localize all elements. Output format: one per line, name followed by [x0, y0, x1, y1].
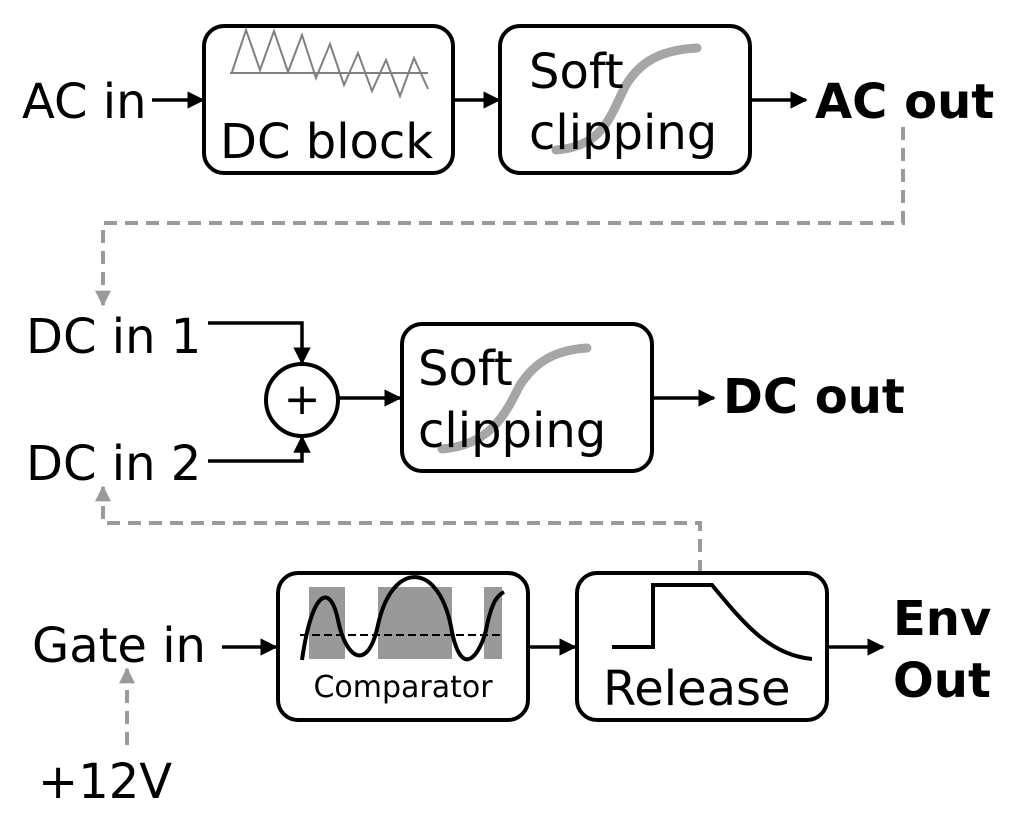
dc-block: DC block: [202, 24, 455, 175]
release-label: Release: [603, 661, 791, 717]
dc-block-label: DC block: [220, 114, 433, 170]
soft-clipping-block-2: Soft clipping: [400, 322, 654, 473]
summing-circle: [264, 362, 340, 438]
gate-in-label: Gate in: [32, 618, 206, 674]
soft-clipping-block-1: Soft clipping: [498, 24, 752, 175]
summing-junction: +: [264, 362, 340, 438]
dc-in-2-wire: [208, 435, 311, 463]
release-block: Release: [575, 571, 829, 722]
ac-out-label: AC out: [815, 74, 994, 130]
dc-block-waveform-icon: [231, 26, 429, 99]
release-envelope-icon: [612, 583, 813, 661]
ac-to-dc-dashed-link: [95, 127, 905, 307]
soft-clip-2-line1: Soft: [418, 341, 513, 397]
plus-12v-label: +12V: [38, 754, 172, 810]
dc-in-1-wire: [208, 321, 311, 365]
ac-in-label: AC in: [22, 74, 147, 130]
dc-in-2-label: DC in 2: [26, 436, 201, 492]
release-to-dc-dashed-link: [95, 485, 702, 573]
comparator-block: Comparator: [276, 571, 530, 722]
soft-clip-curve-icon-2: [437, 343, 592, 454]
soft-clip-curve-icon-1: [551, 43, 702, 155]
soft-clip-2-line2: clipping: [418, 403, 606, 459]
env-out-label-line2: Out: [893, 653, 991, 709]
comparator-label: Comparator: [313, 670, 493, 705]
soft-clip-1-line2: clipping: [529, 105, 717, 161]
env-out-label-line1: Env: [893, 591, 991, 647]
comparator-pulse-3: [484, 587, 502, 659]
comparator-sine-icon: [300, 575, 505, 662]
dc-in-1-label: DC in 1: [26, 309, 201, 365]
plus-icon: +: [284, 374, 321, 425]
soft-clip-1-line1: Soft: [529, 44, 624, 100]
dc-out-label: DC out: [723, 369, 905, 425]
